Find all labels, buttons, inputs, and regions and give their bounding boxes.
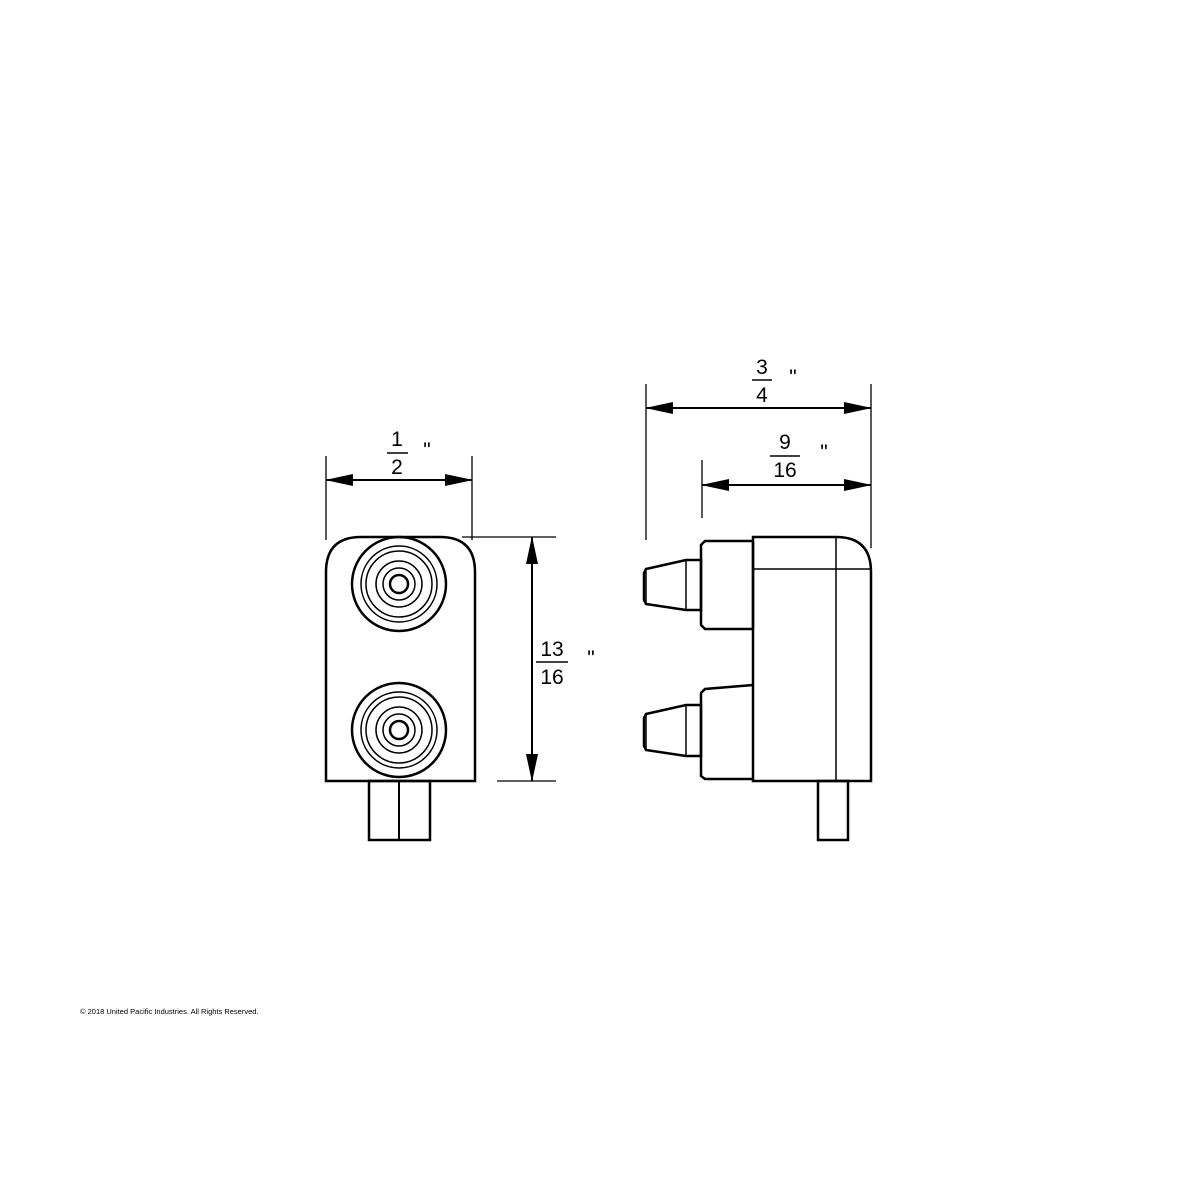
side-body-outline — [751, 535, 873, 783]
front-view — [324, 535, 477, 842]
lower-barb — [642, 703, 703, 758]
side-pin — [816, 779, 850, 842]
copyright-notice: © 2018 United Pacific Industries. All Ri… — [80, 1007, 259, 1016]
front-width-numerator: 1 — [391, 428, 403, 451]
side-overall-numerator: 3 — [756, 356, 768, 379]
lower-hex-fitting — [699, 683, 754, 781]
side-body-denominator: 16 — [773, 459, 796, 482]
front-body-outline — [324, 535, 477, 783]
front-pins — [367, 779, 432, 842]
front-width-dimension — [325, 452, 473, 540]
front-height-denominator: 16 — [540, 666, 563, 689]
side-view — [642, 535, 873, 842]
front-width-unit: " — [423, 439, 430, 462]
bottom-connector — [350, 681, 448, 779]
side-body-unit: " — [820, 441, 827, 464]
top-connector — [350, 535, 448, 633]
side-body-numerator: 9 — [779, 431, 791, 454]
side-body-dimension — [701, 455, 872, 518]
side-overall-denominator: 4 — [756, 384, 768, 407]
front-width-denominator: 2 — [391, 456, 403, 479]
side-overall-unit: " — [789, 366, 796, 389]
upper-barb — [642, 558, 703, 612]
front-height-dimension — [462, 536, 568, 782]
front-height-numerator: 13 — [540, 638, 563, 661]
upper-hex-fitting — [699, 539, 753, 631]
front-height-unit: " — [587, 647, 594, 670]
side-overall-dimension — [645, 379, 872, 548]
